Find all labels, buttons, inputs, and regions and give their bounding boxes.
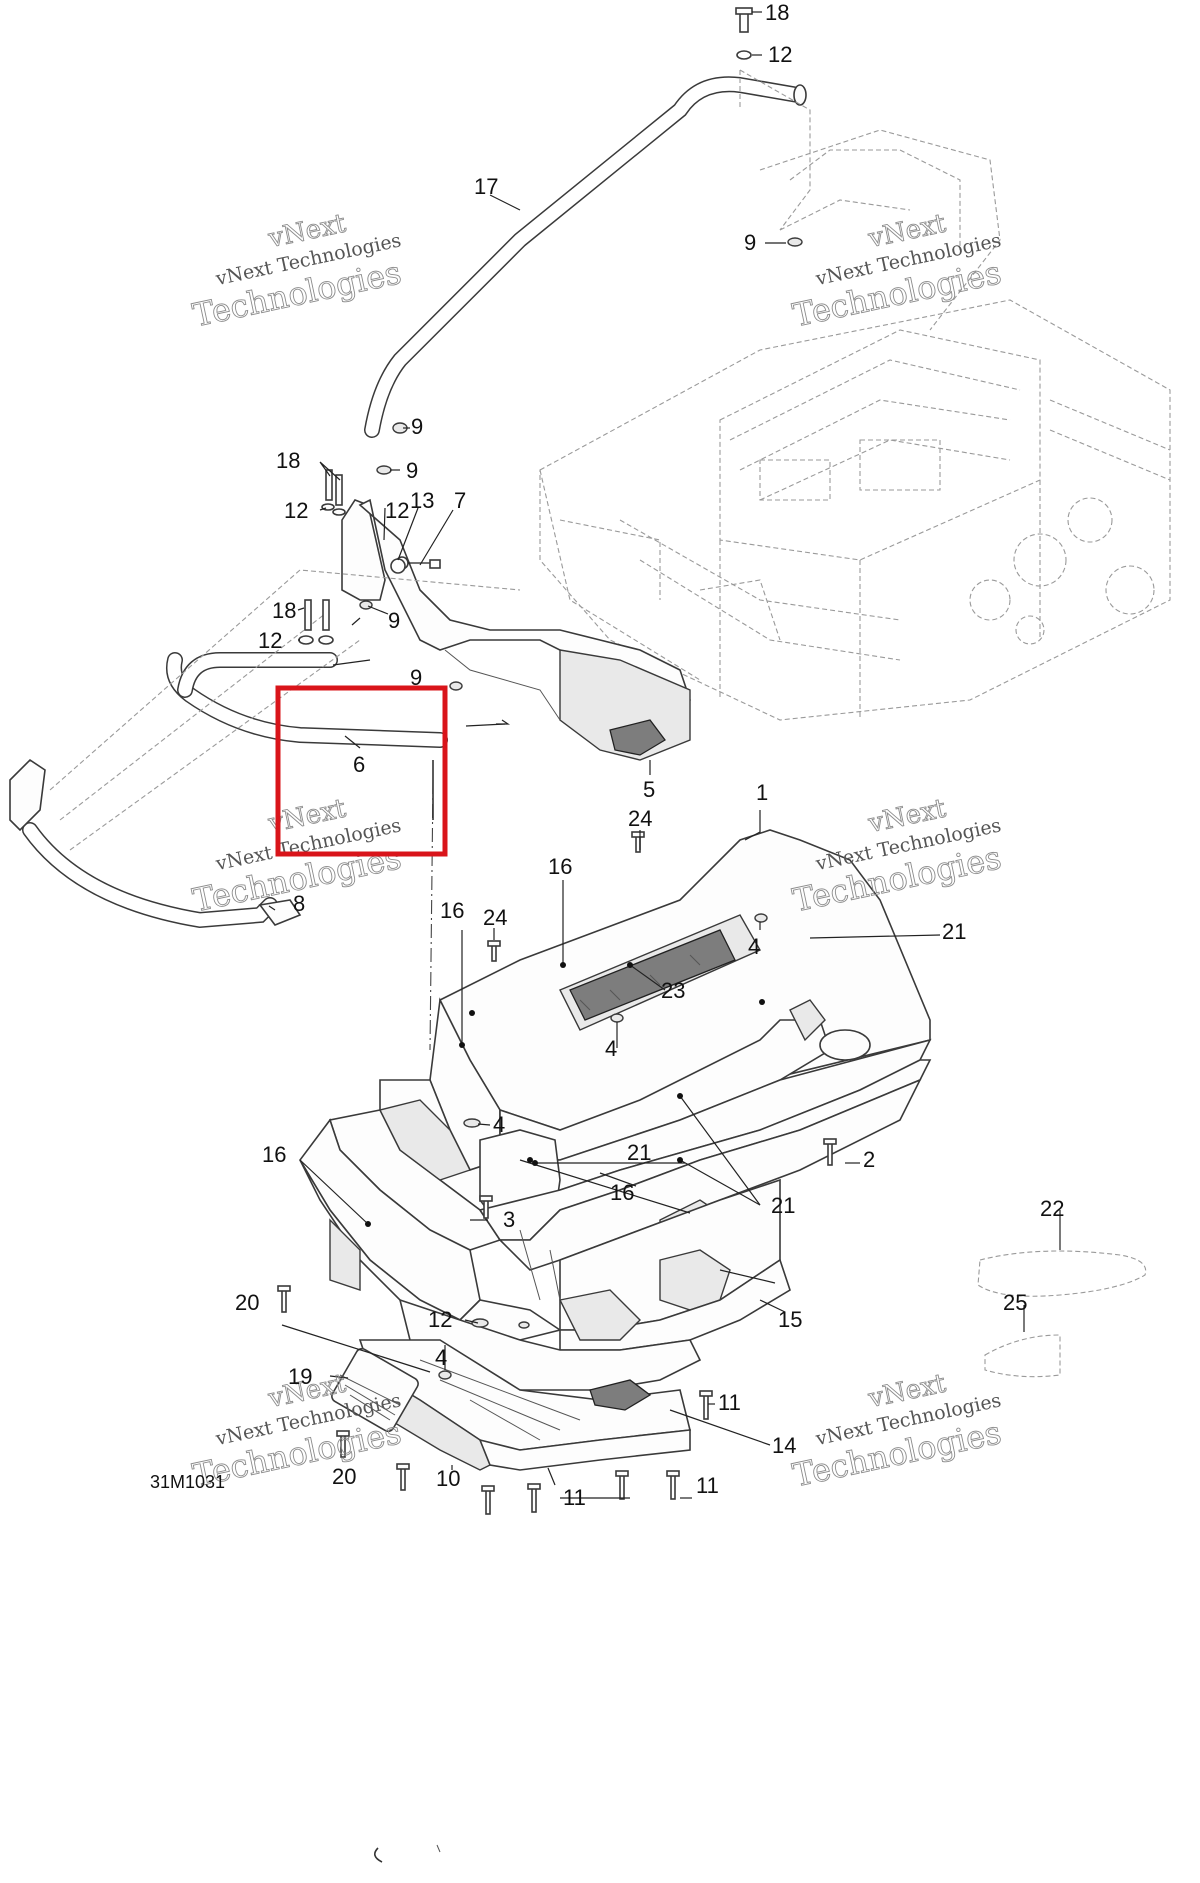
callout-11[interactable]: 11 (563, 1485, 586, 1510)
callout-8[interactable]: 8 (293, 891, 305, 916)
callout-24[interactable]: 24 (483, 905, 507, 930)
callout-9[interactable]: 9 (388, 608, 400, 633)
callout-9[interactable]: 9 (406, 458, 418, 483)
callout-10[interactable]: 10 (436, 1466, 460, 1491)
callout-18[interactable]: 18 (765, 0, 789, 25)
callout-20[interactable]: 20 (235, 1290, 259, 1315)
callout-12[interactable]: 12 (385, 498, 409, 523)
decals (977, 1250, 1147, 1378)
callout-4[interactable]: 4 (748, 934, 760, 959)
fasteners-top (298, 7, 803, 727)
callout-20[interactable]: 20 (332, 1464, 356, 1489)
watermark: vNext vNext Technologies Technologies (189, 208, 405, 335)
assembly-axis (429, 779, 434, 1051)
callout-1[interactable]: 1 (756, 780, 768, 805)
fasteners-bottom (277, 831, 837, 1515)
bracket-assembly (341, 498, 691, 761)
callout-12[interactable]: 12 (284, 498, 308, 523)
callout-18[interactable]: 18 (272, 598, 296, 623)
callout-12[interactable]: 12 (258, 628, 282, 653)
callout-4[interactable]: 4 (435, 1345, 447, 1370)
callout-9[interactable]: 9 (410, 665, 422, 690)
callout-4[interactable]: 4 (605, 1036, 617, 1061)
stray-mark (374, 1847, 383, 1863)
callout-17[interactable]: 17 (474, 174, 498, 199)
callout-21[interactable]: 21 (771, 1193, 795, 1218)
vehicle-frame (539, 129, 1171, 721)
callout-13[interactable]: 13 (410, 488, 434, 513)
skid-plate-14 (331, 1339, 691, 1471)
stray-mark (436, 1844, 441, 1853)
callout-16[interactable]: 16 (610, 1180, 634, 1205)
callout-3[interactable]: 3 (503, 1207, 515, 1232)
callout-6[interactable]: 6 (353, 752, 365, 777)
leader-lines (268, 11, 1061, 1499)
callout-19[interactable]: 19 (288, 1364, 312, 1389)
body-panel-1 (299, 829, 932, 1391)
leader-dots (365, 962, 765, 1227)
callout-23[interactable]: 23 (661, 978, 685, 1003)
callout-12[interactable]: 12 (768, 42, 792, 67)
callout-12[interactable]: 12 (428, 1307, 452, 1332)
callout-21[interactable]: 21 (627, 1140, 651, 1165)
callout-22[interactable]: 22 (1040, 1196, 1064, 1221)
callout-7[interactable]: 7 (454, 488, 466, 513)
callout-16[interactable]: 16 (440, 898, 464, 923)
drawing-code: 31M1031 (150, 1472, 225, 1492)
watermark: vNext vNext Technologies Technologies (789, 1368, 1005, 1495)
callout-14[interactable]: 14 (772, 1433, 796, 1458)
callout-15[interactable]: 15 (778, 1307, 802, 1332)
callout-11[interactable]: 11 (696, 1473, 719, 1498)
callout-9[interactable]: 9 (411, 414, 423, 439)
callout-2[interactable]: 2 (863, 1147, 875, 1172)
callout-21[interactable]: 21 (942, 919, 966, 944)
callout-5[interactable]: 5 (643, 777, 655, 802)
callout-11[interactable]: 11 (718, 1390, 741, 1415)
callout-25[interactable]: 25 (1003, 1290, 1027, 1315)
watermark: vNext vNext Technologies Technologies (789, 208, 1005, 335)
callout-16[interactable]: 16 (548, 854, 572, 879)
callout-9[interactable]: 9 (744, 230, 756, 255)
callout-18[interactable]: 18 (276, 448, 300, 473)
callout-16[interactable]: 16 (262, 1142, 286, 1167)
callout-4[interactable]: 4 (493, 1112, 505, 1137)
upper-tube-17 (364, 69, 811, 438)
highlight-box-part-6[interactable] (275, 685, 448, 857)
callout-labels: 18 12 17 9 9 9 18 12 12 13 7 18 9 12 9 6… (150, 0, 1064, 1510)
callout-24[interactable]: 24 (628, 806, 652, 831)
